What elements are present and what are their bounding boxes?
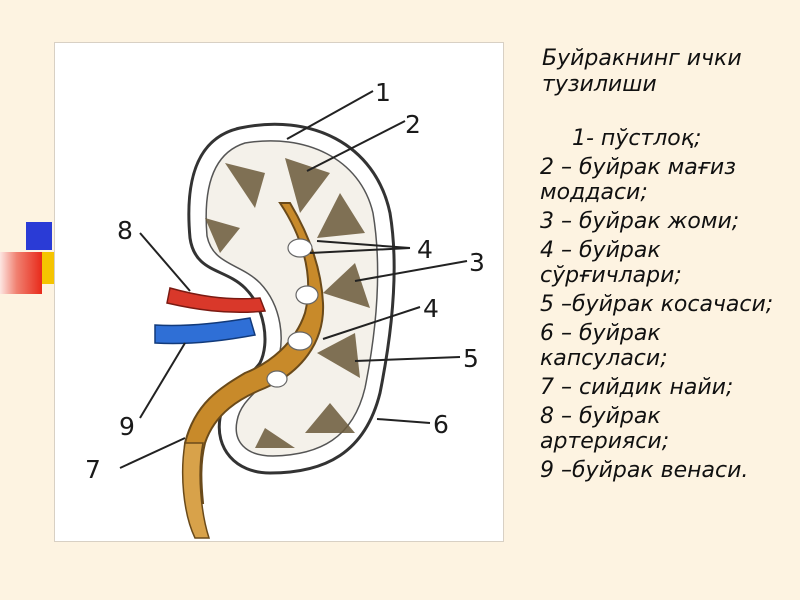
figure-label-2: 2	[405, 110, 421, 139]
figure-label-7: 7	[85, 455, 101, 484]
decor-blue-square	[26, 222, 52, 250]
legend-list: 1- пўстлоқ; 2 – буйрак мағиз моддаси; 3 …	[540, 126, 790, 483]
legend-item-7: 7 – сийдик найи;	[540, 375, 734, 400]
figure-label-5: 5	[463, 344, 479, 373]
figure-label-4b: 4	[423, 294, 439, 323]
figure-label-6: 6	[433, 410, 449, 439]
legend-item-9: 9 –буйрак венаси.	[540, 458, 749, 483]
legend-item-6: 6 – буйрак капсуласи;	[540, 321, 668, 371]
figure-label-8: 8	[117, 216, 133, 245]
kidney-illustration: 1 2 3 4 4 5 6 7 8 9	[85, 78, 485, 539]
figure-label-4a: 4	[417, 235, 433, 264]
pointer-lines	[119, 90, 468, 469]
kidney-figure: 1 2 3 4 4 5 6 7 8 9	[54, 42, 504, 542]
legend-item-3: 3 – буйрак жоми;	[540, 209, 740, 234]
medulla-pyramids	[205, 158, 370, 448]
figure-label-9: 9	[119, 412, 135, 441]
ureter	[181, 442, 211, 539]
legend-item-5: 5 –буйрак косачаси;	[540, 292, 774, 317]
renal-artery	[166, 287, 267, 314]
calyces	[266, 238, 319, 388]
legend-item-8: 8 – буйрак артерияси;	[540, 404, 670, 454]
legend-item-4: 4 – буйрак сўрғичлари;	[540, 238, 682, 288]
figure-label-3: 3	[469, 248, 485, 277]
legend-title: Буйракнинг ички тузилиши	[542, 46, 742, 97]
renal-vein	[154, 317, 256, 345]
legend: Буйракнинг ички тузилиши 1- пўстлоқ; 2 –…	[540, 46, 790, 487]
decor-red-square	[0, 252, 42, 294]
decor-yellow-bar	[42, 252, 54, 284]
legend-item-1: 1- пўстлоқ;	[572, 126, 702, 151]
legend-item-2: 2 – буйрак мағиз моддаси;	[540, 155, 736, 205]
figure-label-1: 1	[375, 78, 391, 107]
